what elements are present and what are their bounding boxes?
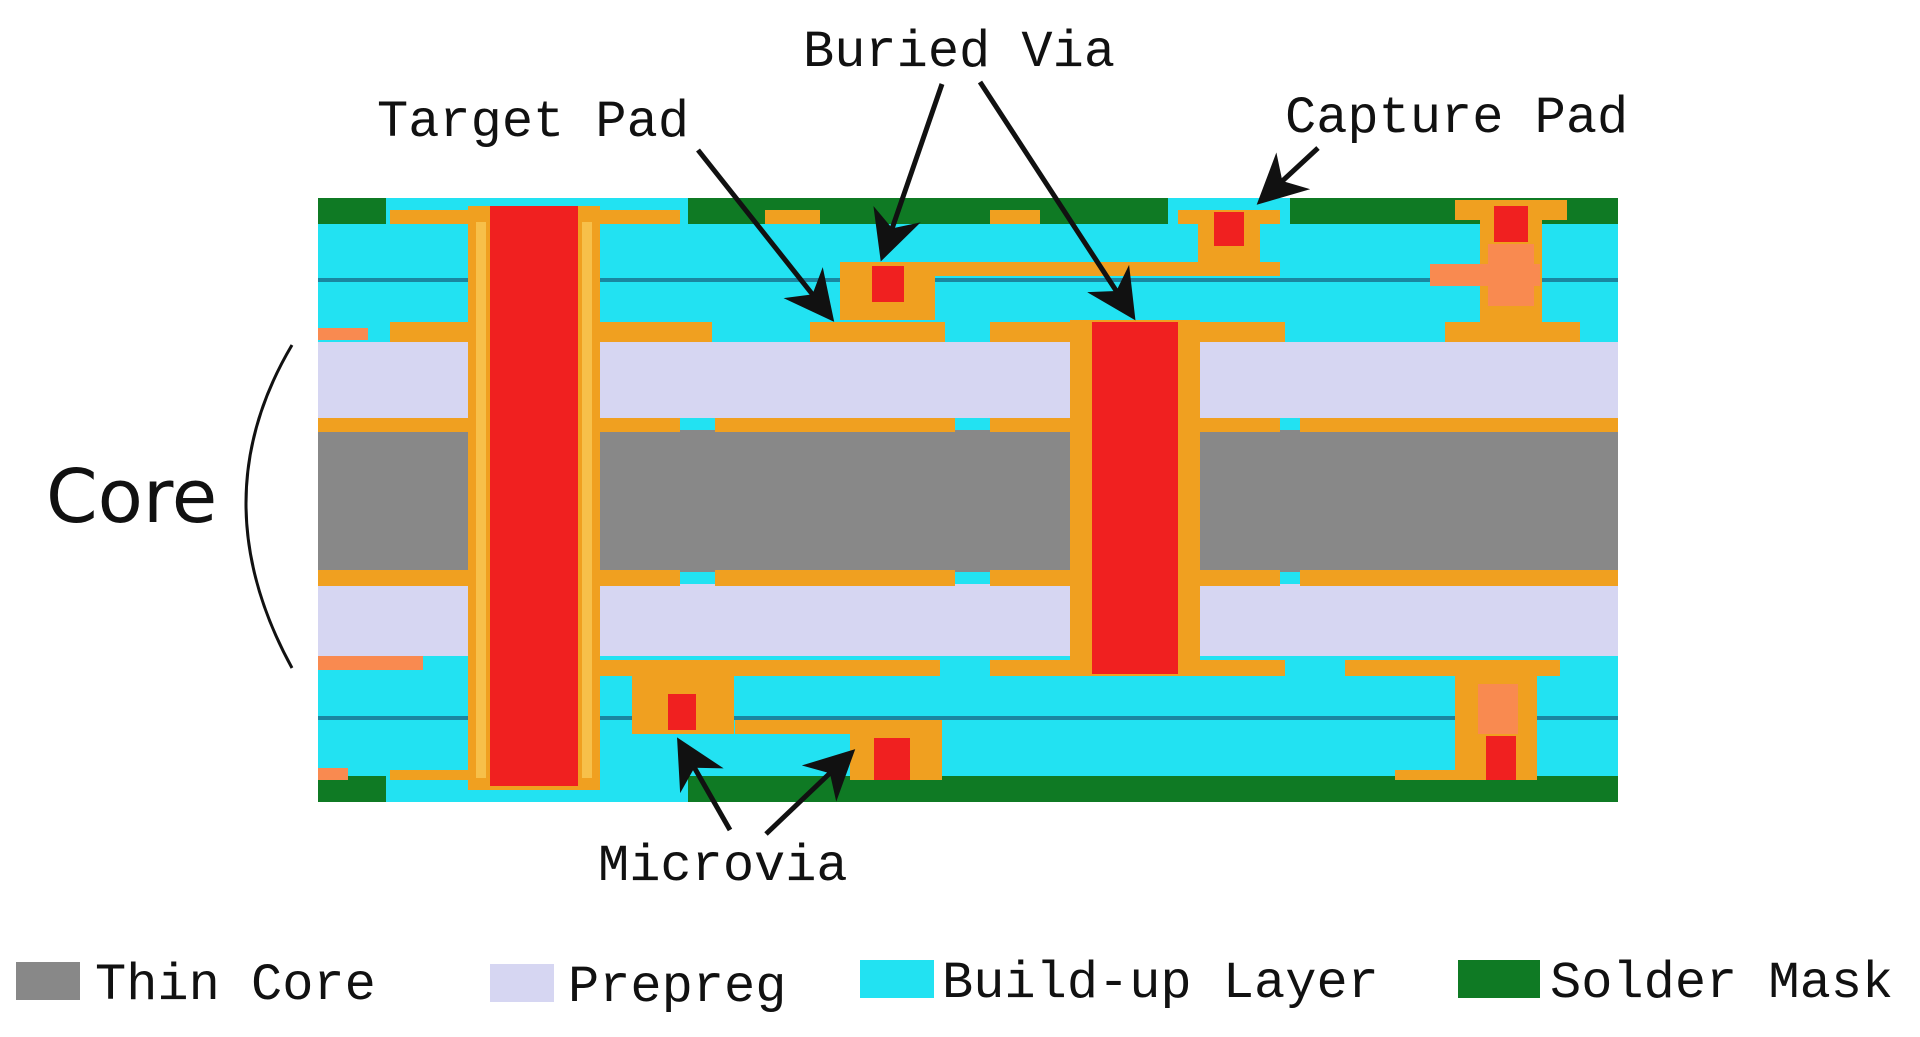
stackup-body — [318, 198, 1618, 802]
solder-mask-top — [318, 198, 386, 224]
leader-arrows — [677, 80, 1320, 836]
legend-label-thin-core: Thin Core — [95, 956, 376, 1015]
edge-pad-highlight — [318, 328, 368, 340]
legend-swatch-buildup — [860, 960, 934, 998]
copper-traces — [318, 210, 1618, 780]
arrow-capture-pad — [1256, 146, 1320, 205]
arrow-target-pad — [696, 148, 835, 322]
solder-mask-top — [1290, 198, 1618, 224]
buried-via — [1070, 320, 1200, 676]
solder-mask-top — [688, 198, 1168, 224]
target-pad-label: Target Pad — [377, 93, 689, 152]
legend-swatch-prepreg — [490, 964, 554, 1002]
microvia-label: Microvia — [598, 837, 848, 896]
arrow-microvia-right — [764, 749, 856, 836]
core-label: Core — [46, 454, 217, 540]
arrow-buried-via-right — [977, 80, 1136, 321]
arrow-buried-via-left — [873, 83, 945, 262]
legend: Thin Core Prepreg Build-up Layer Solder … — [16, 954, 1893, 1017]
buildup-interface-line — [318, 716, 1618, 720]
capture-pad-via — [1178, 210, 1280, 264]
legend-label-buildup: Build-up Layer — [942, 954, 1379, 1013]
stacked-via-right-top — [1430, 200, 1567, 330]
arrow-microvia-left — [677, 737, 733, 832]
legend-label-prepreg: Prepreg — [568, 958, 786, 1017]
capture-pad-label: Capture Pad — [1285, 89, 1628, 148]
upper-microvia — [840, 262, 935, 320]
edge-pad-highlight — [318, 768, 348, 780]
legend-swatch-thin-core — [16, 962, 80, 1000]
buried-via-label: Buried Via — [803, 23, 1115, 82]
core-bracket — [244, 344, 294, 669]
buildup-interface-line — [318, 278, 1618, 282]
lower-microvia-b — [850, 720, 942, 780]
edge-pad-highlight — [318, 656, 423, 670]
legend-label-solder-mask: Solder Mask — [1550, 954, 1893, 1013]
through-hole-via — [468, 206, 600, 790]
stacked-via-right-bottom — [1455, 676, 1537, 780]
legend-swatch-solder-mask — [1458, 960, 1540, 998]
lower-microvia-a — [632, 676, 734, 734]
solder-mask-bottom — [318, 776, 386, 802]
